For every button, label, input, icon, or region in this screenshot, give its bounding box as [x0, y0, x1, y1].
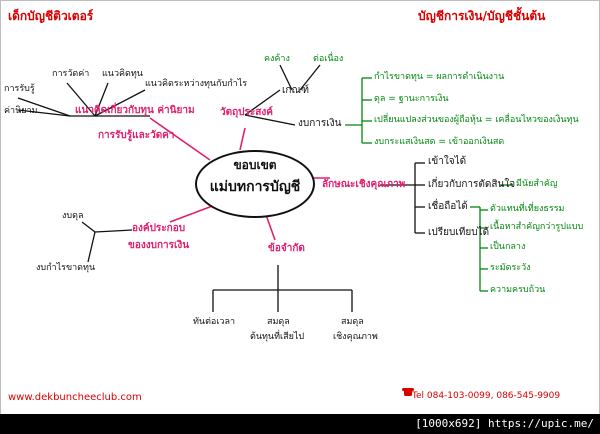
element-item: งบดุล: [62, 211, 84, 221]
objectives-branch-label: วัตถุประสงค์: [220, 107, 273, 118]
center-title-line2: แม่บทการบัญชี: [209, 179, 301, 195]
concept-item: ค่านิยาม: [4, 106, 38, 116]
basis-node: เกณฑ์: [282, 85, 310, 96]
phone-icon: [402, 388, 414, 396]
constraint-item: ทันต่อเวลา: [193, 317, 236, 327]
reliability-item: ความครบถ้วน: [490, 285, 546, 295]
constraint-item: สมดุล: [267, 317, 290, 327]
qualitative-item: เชื่อถือได้: [428, 201, 468, 212]
reliability-item: ระมัดระวัง: [490, 263, 531, 273]
reliability-item: ตัวแทนที่เที่ยงธรรม: [490, 204, 565, 214]
reliability-item: เนื้อหาสำคัญกว่ารูปแบบ: [490, 222, 584, 232]
statements-node: งบการเงิน: [298, 118, 342, 129]
materiality-item: มีนัยสำคัญ: [516, 179, 558, 189]
concepts-branch-label-line2: การรับรู้และวัดค่า: [98, 130, 175, 141]
statement-item: กำไรขาดทุน = ผลการดำเนินงาน: [374, 72, 505, 82]
statement-item: ดุล = ฐานะการเงิน: [374, 94, 449, 104]
image-host-bar: [0, 414, 600, 434]
header-right-title: บัญชีการเงิน/บัญชีชั้นต้น: [418, 9, 546, 23]
phone-number: Tel 084-103-0099, 086-545-9909: [412, 391, 561, 401]
center-title-line1: ขอบเขต: [233, 158, 277, 172]
elements-branch-label-line2: ของงบการเงิน: [128, 240, 190, 251]
image-host-badge[interactable]: [1000x692] https://upic.me/: [415, 417, 594, 430]
header-left-title: เด็กบัญชีติวเตอร์: [8, 9, 94, 23]
concepts-branch-label: แนวคิดเกี่ยวกับทุน ค่านิยาม: [75, 105, 195, 116]
concept-item: การวัดค่า: [52, 69, 90, 79]
elements-branch-label: องค์ประกอบ: [132, 223, 186, 234]
qualitative-item: เกี่ยวกับการตัดสินใจ: [428, 179, 516, 190]
concept-item: แนวคิดระหว่างทุนกับกำไร: [145, 79, 248, 89]
constraint-item-line2: เชิงคุณภาพ: [333, 332, 378, 342]
basis-item: ต่อเนื่อง: [313, 54, 344, 64]
statement-item: งบกระแสเงินสด = เข้าออกเงินสด: [374, 137, 505, 147]
basis-item: คงค้าง: [264, 54, 290, 64]
reliability-item: เป็นกลาง: [490, 242, 526, 252]
qualitative-branch-label: ลักษณะเชิงคุณภาพ: [322, 179, 406, 190]
qualitative-item: เข้าใจได้: [428, 156, 467, 167]
constraint-item-line2: ต้นทุนที่เสียไป: [250, 332, 305, 342]
constraints-branch-label: ข้อจำกัด: [268, 243, 305, 254]
qualitative-item: เปรียบเทียบได้: [428, 227, 490, 238]
site-url[interactable]: www.dekbuncheeclub.com: [8, 392, 142, 403]
statement-item: เปลี่ยนแปลงส่วนของผู้ถือหุ้น = เคลื่อนไห…: [374, 115, 579, 125]
constraint-item: สมดุล: [341, 317, 364, 327]
element-item: งบกำไรขาดทุน: [36, 263, 96, 273]
center-node: [195, 150, 315, 218]
concept-item: แนวคิดทุน: [102, 69, 143, 79]
concept-item: การรับรู้: [4, 84, 35, 94]
